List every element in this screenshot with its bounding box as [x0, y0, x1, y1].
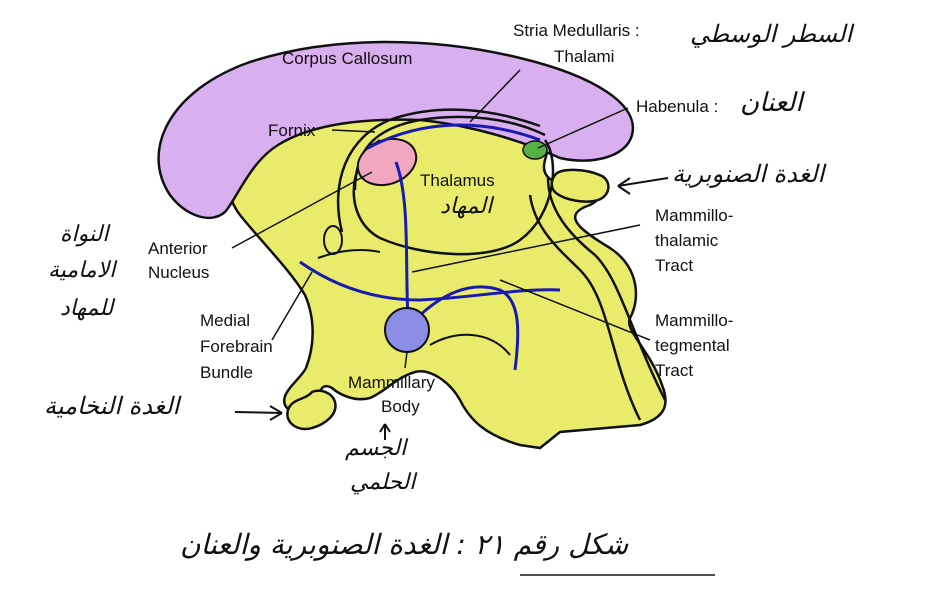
- label-stria-medullaris-line2: Thalami: [554, 47, 615, 66]
- label-mammillary-body-line2: Body: [381, 397, 420, 416]
- yellow-brain-region: [224, 77, 667, 450]
- label-mammillotegmental-line1: Mammillo-: [655, 311, 734, 330]
- arrow-pineal-head: [617, 177, 631, 195]
- arabic-label-mammillary-line2: الحلمي: [350, 470, 416, 495]
- pineal-gland-shape: [550, 168, 610, 203]
- mammillotegmental-tract: [413, 285, 520, 371]
- arabic-label-stria: السطر الوسطي: [690, 20, 853, 48]
- leader-stria: [469, 69, 521, 123]
- figure-caption: شكل رقم ٢١ : الغدة الصنوبرية والعنان: [180, 528, 629, 561]
- label-mammillary-body-line1: Mammillary: [348, 373, 435, 392]
- arabic-label-anterior-line2: الامامية: [48, 258, 116, 283]
- preoptic-nucleus-shape: [323, 225, 343, 255]
- leader-mammillotegmental: [499, 279, 651, 341]
- label-mammillothalamic-line1: Mammillo-: [655, 206, 734, 225]
- label-fornix: Fornix: [268, 121, 316, 140]
- label-mammillotegmental-line3: Tract: [655, 361, 694, 380]
- label-stria-medullaris-line1: Stria Medullaris :: [513, 21, 640, 40]
- label-anterior-nucleus-line2: Nucleus: [148, 263, 210, 282]
- leader-mfb: [271, 271, 313, 341]
- arrow-pituitary: [234, 411, 283, 414]
- arrow-pituitary-head: [269, 405, 283, 421]
- label-mammillothalamic-line3: Tract: [655, 256, 694, 275]
- habenula-shape: [522, 140, 548, 160]
- thalamus-outline: [352, 138, 555, 256]
- fornix-arch: [336, 108, 541, 233]
- arrow-mammillary-head: [379, 423, 391, 433]
- arabic-label-pineal: الغدة الصنوبرية: [672, 160, 825, 188]
- arrow-pineal: [617, 177, 669, 187]
- label-mammillothalamic-line2: thalamic: [655, 231, 719, 250]
- label-anterior-nucleus-line1: Anterior: [148, 239, 208, 258]
- leader-mammillary: [404, 351, 408, 369]
- arabic-label-mammillary-line1: الجسم: [345, 436, 407, 461]
- arabic-label-anterior-line3: للمهاد: [60, 296, 114, 321]
- arabic-label-thalamus: المهاد: [440, 194, 493, 219]
- leader-habenula: [537, 107, 629, 149]
- arabic-label-pituitary: الغدة النخامية: [44, 392, 180, 420]
- stria-medullaris-tract: [367, 123, 541, 150]
- medial-forebrain-bundle: [299, 260, 561, 302]
- brainstem-line-1: [528, 194, 642, 421]
- label-corpus-callosum: Corpus Callosum: [282, 49, 413, 68]
- label-mfb-line2: Forebrain: [200, 337, 273, 356]
- pituitary-gland-shape: [286, 389, 337, 431]
- leader-mammillothalamic: [411, 224, 641, 273]
- third-ventricle-floor: [429, 333, 511, 356]
- mammillary-body-shape: [384, 307, 430, 353]
- leader-anterior: [231, 171, 373, 249]
- label-mfb-line1: Medial: [200, 311, 251, 330]
- hypothalamic-sulcus: [317, 249, 381, 259]
- brainstem-line-2: [546, 177, 667, 401]
- label-mfb-line3: Bundle: [200, 363, 253, 382]
- leader-fornix: [331, 129, 376, 133]
- label-thalamus: Thalamus: [420, 171, 495, 190]
- arabic-label-habenula: العنان: [740, 88, 803, 118]
- arabic-label-anterior-line1: النواة: [60, 222, 109, 247]
- corpus-callosum-shape: [157, 40, 635, 220]
- label-habenula: Habenula :: [636, 97, 719, 116]
- label-mammillotegmental-line2: tegmental: [655, 336, 730, 355]
